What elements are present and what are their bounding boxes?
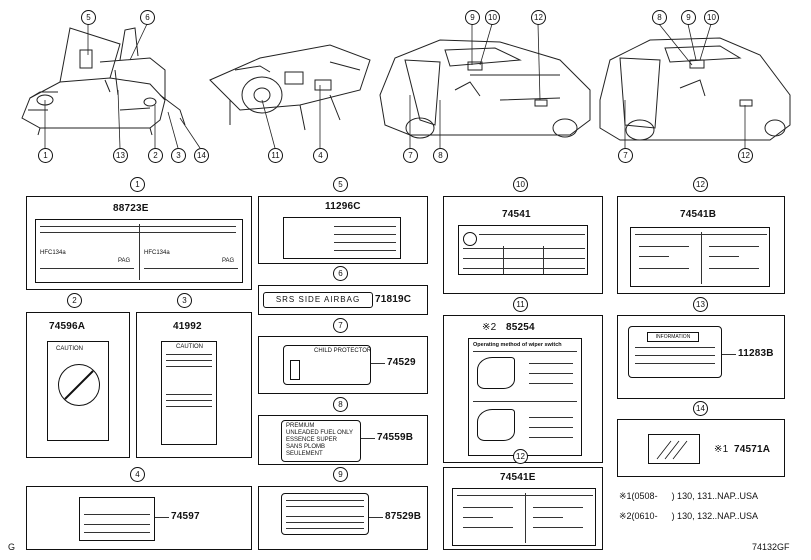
tire-placard-label [630, 227, 770, 287]
part-number-74571A: 74571A [734, 444, 771, 455]
callout-5: 5 [81, 10, 96, 25]
callout-3: 3 [171, 148, 186, 163]
panel-2: 74596A CAUTION [26, 312, 130, 458]
callout-1: 1 [38, 148, 53, 163]
callout-10: 10 [704, 10, 719, 25]
tire-icon [463, 232, 477, 246]
panel-1: 88723E HFC134a HFC134a PAG PAG [26, 196, 252, 290]
callout-8: 8 [433, 148, 448, 163]
glass-label [648, 434, 700, 464]
callout-10: 10 [485, 10, 500, 25]
callout-8: 8 [333, 397, 348, 412]
callout-12: 12 [531, 10, 546, 25]
footnote-2: ※2(0610-) 130, 132..NAP..USA [619, 511, 758, 521]
panel-5: 11296C [258, 196, 428, 264]
part-number-74596A: 74596A [49, 321, 86, 332]
callout-13: 13 [113, 148, 128, 163]
corner-mark: G [8, 542, 16, 552]
part-number-88723E: 88723E [113, 203, 149, 214]
part-number-74559B: 74559B [377, 432, 414, 443]
footnote-1: ※1(0508-) 130, 131..NAP..USA [619, 491, 758, 501]
callout-9: 9 [465, 10, 480, 25]
callout-7: 7 [333, 318, 348, 333]
caution-plate-label [281, 493, 369, 535]
callout-14: 14 [693, 401, 708, 416]
part-number-74529: 74529 [387, 357, 416, 368]
callout-5: 5 [333, 177, 348, 192]
panel-10: 74541 [443, 196, 603, 294]
callout-13: 13 [693, 297, 708, 312]
callout-12: 12 [693, 177, 708, 192]
panel-13: INFORMATION 11283B [617, 315, 785, 399]
no-child-seat-icon [58, 364, 100, 406]
part-number-74541E: 74541E [500, 472, 536, 483]
callout-11: 11 [268, 148, 283, 163]
part-number-85254: 85254 [506, 322, 535, 333]
panel-14: ※1 74571A [617, 419, 785, 477]
callout-6: 6 [140, 10, 155, 25]
callout-9: 9 [333, 467, 348, 482]
srs-airbag-label: SRS SIDE AIRBAG [263, 292, 373, 308]
panel-12a: 74541E [443, 467, 603, 550]
part-number-41992: 41992 [173, 321, 202, 332]
callout-9: 9 [681, 10, 696, 25]
tire-info-label [79, 497, 155, 541]
callout-8: 8 [652, 10, 667, 25]
callout-12: 12 [738, 148, 753, 163]
panel-7: CHILD PROTECTOR 74529 [258, 336, 428, 394]
panel-11: ※2 85254 Operating method of wiper switc… [443, 315, 603, 463]
callout-12: 12 [513, 449, 528, 464]
callout-3: 3 [177, 293, 192, 308]
part-number-74541: 74541 [502, 209, 531, 220]
ac-refrigerant-label: HFC134a HFC134a PAG PAG [35, 219, 243, 283]
callout-7: 7 [403, 148, 418, 163]
information-label: INFORMATION [628, 326, 722, 378]
vehicle-illustrations [21, 23, 791, 149]
wiper-switch-label: Operating method of wiper switch [468, 338, 582, 456]
callout-4: 4 [313, 148, 328, 163]
diagram-code: 74132GF [752, 542, 790, 552]
panel-12b: 74541B [617, 196, 785, 294]
panel-3: 41992 CAUTION [136, 312, 252, 458]
child-protector-label: CHILD PROTECTOR [283, 345, 371, 385]
part-number-11296C: 11296C [325, 201, 361, 212]
wiper-switch-icon [477, 357, 515, 389]
wiper-switch-icon [477, 409, 515, 441]
tire-pressure-label [458, 225, 588, 275]
engine-label [283, 217, 401, 259]
tire-placard-label [452, 488, 596, 546]
callout-6: 6 [333, 266, 348, 281]
callout-14: 14 [194, 148, 209, 163]
airbag-warning-label: CAUTION [47, 341, 109, 441]
part-number-87529B: 87529B [385, 511, 422, 522]
callout-11: 11 [513, 297, 528, 312]
caution-label: CAUTION [161, 341, 217, 445]
part-number-71819C: 71819C [375, 294, 412, 305]
callout-10: 10 [513, 177, 528, 192]
fuel-label: PREMIUM UNLEADED FUEL ONLY ESSENCE SUPER… [281, 420, 361, 462]
panel-9: 87529B [258, 486, 428, 550]
panel-4: 74597 [26, 486, 252, 550]
panel-6: SRS SIDE AIRBAG 71819C [258, 285, 428, 315]
callout-1: 1 [130, 177, 145, 192]
callout-2: 2 [148, 148, 163, 163]
part-number-74597: 74597 [171, 511, 200, 522]
callout-4: 4 [130, 467, 145, 482]
callout-2: 2 [67, 293, 82, 308]
part-number-74541B: 74541B [680, 209, 717, 220]
callout-7: 7 [618, 148, 633, 163]
part-number-11283B: 11283B [738, 348, 774, 359]
panel-8: PREMIUM UNLEADED FUEL ONLY ESSENCE SUPER… [258, 415, 428, 465]
